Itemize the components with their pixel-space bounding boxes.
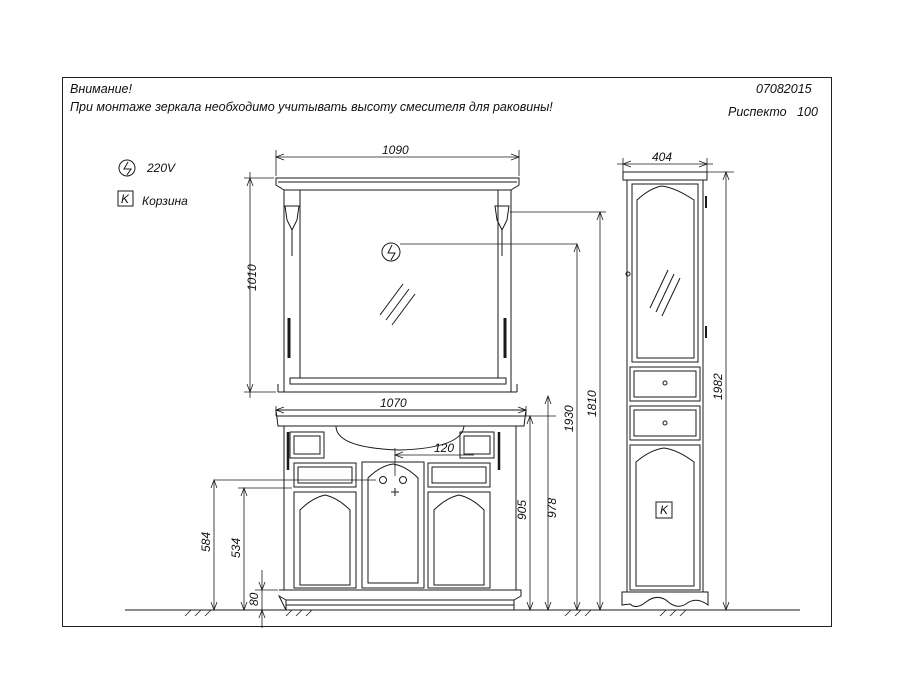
mirror-power-icon <box>381 242 577 262</box>
dim-column-height: 1982 <box>711 373 725 400</box>
model-size: 100 <box>797 105 818 119</box>
model-name: Риспекто <box>728 105 787 119</box>
vanity-cabinet <box>275 409 527 611</box>
dim-905: 905 <box>515 500 529 520</box>
svg-text:K: K <box>660 503 669 517</box>
warning-title: Внимание! <box>70 82 132 96</box>
dim-1810: 1810 <box>585 390 599 417</box>
dim-978: 978 <box>545 498 559 518</box>
power-legend-icon <box>118 159 136 177</box>
warning-text: При монтаже зеркала необходимо учитывать… <box>70 100 553 114</box>
dim-80: 80 <box>247 592 261 606</box>
faucet-marker <box>379 476 407 496</box>
model-label: Риспекто 100 <box>728 105 818 119</box>
dim-mirror-height: 1010 <box>245 264 259 291</box>
dim-vanity-width: 1070 <box>380 396 407 410</box>
dim-faucet-offset: 120 <box>434 441 454 455</box>
dim-584: 584 <box>199 532 213 552</box>
column-cabinet <box>621 171 709 608</box>
dimension-labels: 1090 1010 1070 120 584 534 80 905 978 19… <box>199 143 725 606</box>
doc-code: 07082015 <box>756 82 812 96</box>
dim-534: 534 <box>229 538 243 558</box>
svg-text:K: K <box>121 192 130 206</box>
dim-column-width: 404 <box>652 150 672 164</box>
power-legend-label: 220V <box>146 161 176 175</box>
floor-line <box>125 609 800 617</box>
basket-legend-icon: K <box>117 190 134 207</box>
dim-mirror-width: 1090 <box>382 143 409 157</box>
basket-legend-label: Корзина <box>142 194 188 208</box>
drawing-frame <box>62 77 832 627</box>
dim-1930: 1930 <box>562 405 576 432</box>
mirror <box>275 177 520 393</box>
column-basket-icon: K <box>655 501 673 519</box>
